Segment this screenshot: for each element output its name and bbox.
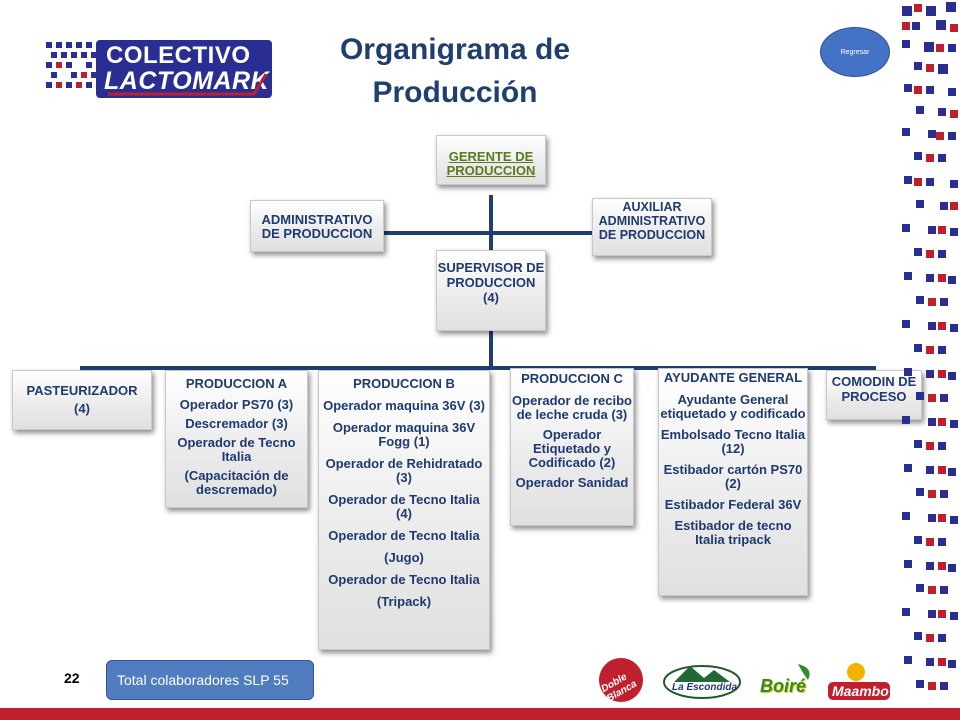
ayudante-item: Estibador de tecno Italia tripack xyxy=(674,518,792,547)
produccion-c-item: Operador Etiquetado y Codificado (2) xyxy=(528,427,616,470)
produccion-a-title: PRODUCCION A xyxy=(185,376,288,391)
brand-logo-boire: Boiré xyxy=(758,662,818,702)
pasteurizador-title: PASTEURIZADOR xyxy=(26,383,138,398)
ayudante-item: Estibador cartón PS70 (2) xyxy=(663,462,803,491)
produccion-b-item: Operador maquina 36V Fogg (1) xyxy=(332,420,476,449)
title-line1: Organigrama de xyxy=(339,33,571,66)
back-button-label: Regresar xyxy=(840,48,870,56)
logo-pattern-icon xyxy=(46,42,97,88)
produccion-a-item: Operador de Tecno Italia xyxy=(177,435,296,464)
produccion-b-item: Operador de Tecno Italia (4) xyxy=(328,492,480,521)
logo-swoosh-icon xyxy=(108,73,268,96)
produccion-b-title: PRODUCCION B xyxy=(353,376,455,391)
connector-gerente-supervisor xyxy=(489,195,493,250)
box-produccion-b: PRODUCCION B Operador maquina 36V (3) Op… xyxy=(318,370,490,650)
box-ayudante-general: AYUDANTE GENERAL Ayudante General etique… xyxy=(658,368,808,596)
ayudante-title: AYUDANTE GENERAL xyxy=(663,370,803,385)
box-supervisor: SUPERVISOR DE PRODUCCION (4) xyxy=(436,250,546,331)
produccion-b-item: Operador de Rehidratado (3) xyxy=(325,456,483,485)
connector-horizontal xyxy=(80,366,876,370)
brand-logo-la-escondida: La Escondida xyxy=(662,660,742,700)
comodin-title: COMODIN DE PROCESO xyxy=(831,374,917,404)
produccion-a-item: (Capacitación de descremado) xyxy=(184,468,289,497)
back-button[interactable]: Regresar xyxy=(820,27,890,77)
produccion-b-item: Operador de Tecno Italia xyxy=(328,528,480,543)
brand-name: Maambo xyxy=(832,683,889,699)
box-comodin: COMODIN DE PROCESO xyxy=(826,370,922,420)
box-gerente: GERENTE DE PRODUCCION xyxy=(436,135,546,185)
ayudante-item: Estibador Federal 36V xyxy=(664,497,802,512)
box-pasteurizador: PASTEURIZADOR (4) xyxy=(12,370,152,430)
supervisor-label: SUPERVISOR DE PRODUCCION (4) xyxy=(437,260,545,305)
colectivo-lactomark-logo: COLECTIVO LACTOMARK xyxy=(44,40,272,98)
produccion-b-item: (Tripack) xyxy=(376,594,432,609)
connector-supervisor-down xyxy=(489,331,493,367)
la-escondida-icon xyxy=(663,665,741,699)
total-collaborators-box: Total colaboradores SLP 55 xyxy=(106,660,314,700)
title-line2: Producción xyxy=(372,76,538,109)
produccion-b-item: Operador maquina 36V (3) xyxy=(323,398,485,413)
brand-name: La Escondida xyxy=(672,682,738,693)
logo-background xyxy=(96,40,272,98)
ayudante-item: Embolsado Tecno Italia (12) xyxy=(660,427,806,456)
page-number: 22 xyxy=(64,670,80,686)
maambo-icon xyxy=(828,663,890,700)
produccion-c-item: Operador Sanidad xyxy=(515,475,629,490)
brand-logo-doble-blanca: Doble Blanca xyxy=(596,656,646,705)
administrativo-label: ADMINISTRATIVO DE PRODUCCION xyxy=(261,212,373,241)
box-administrativo: ADMINISTRATIVO DE PRODUCCION xyxy=(250,200,384,252)
produccion-b-item: Operador de Tecno Italia xyxy=(328,572,480,587)
produccion-b-item: (Jugo) xyxy=(384,550,424,565)
produccion-c-title: PRODUCCION C xyxy=(521,371,623,386)
footer-red-bar xyxy=(0,708,960,720)
brand-logo-maambo: Maambo xyxy=(826,660,892,704)
page-title: Organigrama de Producción xyxy=(300,28,610,114)
logo-line1: COLECTIVO xyxy=(106,42,251,69)
pasteurizador-item: (4) xyxy=(74,401,90,416)
doble-blanca-icon xyxy=(599,658,643,702)
logo-line2: LACTOMARK xyxy=(104,67,270,95)
total-collaborators-label: Total colaboradores SLP 55 xyxy=(117,672,289,688)
brand-name: Boiré xyxy=(760,676,807,696)
produccion-c-item: Operador de recibo de leche cruda (3) xyxy=(512,393,632,422)
box-auxiliar: AUXILIAR ADMINISTRATIVO DE PRODUCCION xyxy=(592,198,712,256)
produccion-a-item: Operador PS70 (3) xyxy=(179,397,294,412)
box-produccion-c: PRODUCCION C Operador de recibo de leche… xyxy=(510,368,634,526)
ayudante-item: Ayudante General etiquetado y codificado xyxy=(660,392,806,421)
produccion-a-item: Descremador (3) xyxy=(185,416,288,431)
connector-staff xyxy=(384,231,592,235)
decorative-pattern-icon xyxy=(902,2,958,690)
auxiliar-label: AUXILIAR ADMINISTRATIVO DE PRODUCCION xyxy=(598,200,706,242)
boire-icon xyxy=(798,664,810,680)
box-produccion-a: PRODUCCION A Operador PS70 (3) Descremad… xyxy=(165,370,308,508)
gerente-label: GERENTE DE PRODUCCION xyxy=(446,149,536,178)
